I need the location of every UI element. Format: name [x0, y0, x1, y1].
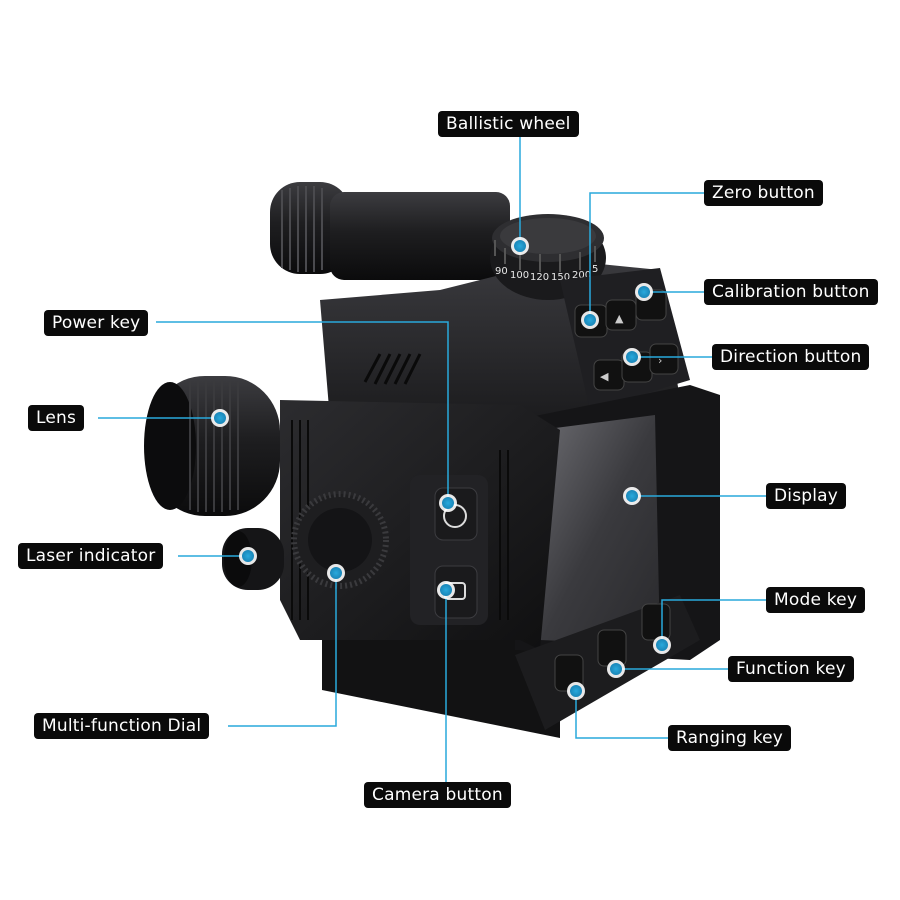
display-hood — [515, 385, 720, 660]
label-zero-button: Zero button — [704, 180, 823, 206]
label-multi-function-dial: Multi-function Dial — [34, 713, 210, 739]
label-lens: Lens — [28, 405, 85, 431]
label-calibration-button: Calibration button — [704, 279, 878, 305]
leader-lines — [98, 137, 766, 782]
hotspot-ranging-key — [567, 682, 585, 700]
hotspot-power-key — [439, 494, 457, 512]
bottom-key-panel — [515, 595, 700, 730]
dial-scale-mark: 200 — [572, 270, 591, 281]
label-laser-indicator: Laser indicator — [18, 543, 164, 569]
label-mode-key: Mode key — [766, 587, 866, 613]
label-camera-button: Camera button — [364, 782, 511, 808]
hotspot-calibration-button — [635, 283, 653, 301]
label-ranging-key: Ranging key — [668, 725, 792, 751]
dial-scale-mark: 90 — [495, 266, 508, 277]
hotspot-mode-key — [653, 636, 671, 654]
device-body: 90 100 120 150 200 5 ▲ ◀ › — [144, 182, 720, 738]
label-function-key: Function key — [728, 656, 854, 682]
dial-scale-mark: 150 — [551, 272, 570, 283]
multi-function-dial-graphic — [291, 491, 389, 589]
button-cluster: ▲ ◀ › — [560, 268, 690, 410]
top-scope-tube — [270, 182, 510, 280]
label-direction-button: Direction button — [712, 344, 870, 370]
hotspot-ballistic-wheel — [511, 237, 529, 255]
hotspot-direction-button — [623, 348, 641, 366]
hotspot-function-key — [607, 660, 625, 678]
hotspot-camera-button — [437, 581, 455, 599]
hotspots — [211, 237, 671, 700]
display-screen — [540, 415, 660, 645]
svg-text:◀: ◀ — [600, 370, 609, 383]
lens-graphic — [144, 376, 280, 516]
svg-text:▲: ▲ — [615, 312, 624, 325]
hotspot-display — [623, 487, 641, 505]
dial-scale-mark: 120 — [530, 272, 549, 283]
hotspot-lens — [211, 409, 229, 427]
dial-scale-mark: 100 — [510, 270, 529, 281]
vent-slots — [363, 353, 422, 385]
label-display: Display — [766, 483, 847, 509]
label-ballistic-wheel: Ballistic wheel — [438, 111, 579, 137]
dial-scale-mark: 5 — [592, 264, 598, 275]
hotspot-zero-button — [581, 311, 599, 329]
hotspot-multi-function-dial — [327, 564, 345, 582]
svg-text:›: › — [658, 354, 662, 367]
hotspot-laser-indicator — [239, 547, 257, 565]
label-power-key: Power key — [44, 310, 149, 336]
